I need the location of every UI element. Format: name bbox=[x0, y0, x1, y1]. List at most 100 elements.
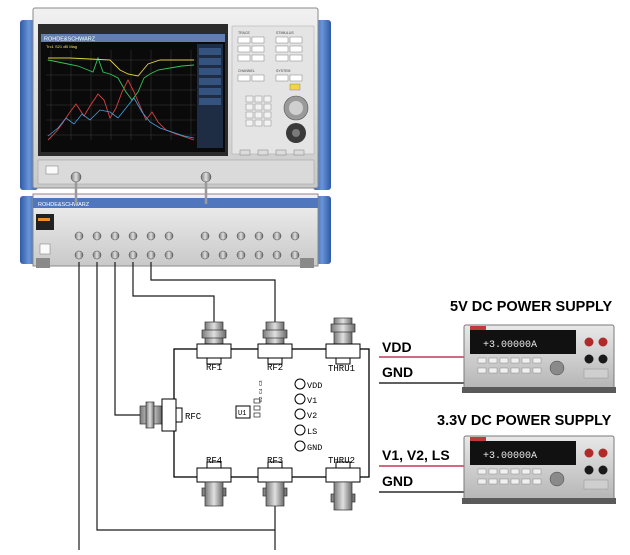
port-label-rf1: RF1 bbox=[206, 363, 222, 373]
matrix-foot-right bbox=[300, 258, 314, 268]
psu-3v3-buttons bbox=[477, 468, 542, 485]
matrix-brand-text: ROHDE&SCHWARZ bbox=[38, 202, 90, 208]
pin-label-vdd: VDD bbox=[307, 381, 322, 391]
matrix-port-upper-9 bbox=[236, 231, 246, 241]
psu-3v3-title: 3.3V DC POWER SUPPLY bbox=[437, 413, 612, 429]
matrix-port-upper-5 bbox=[146, 231, 156, 241]
pin-label-gnd: GND bbox=[307, 443, 322, 453]
matrix-display bbox=[36, 214, 54, 230]
psu-5v-terminal-black-2 bbox=[598, 354, 608, 364]
psu-5v-display bbox=[470, 330, 576, 354]
softkey-5 bbox=[199, 88, 221, 95]
matrix-port-lower-6 bbox=[164, 250, 174, 260]
psu-3v3-logo bbox=[470, 437, 486, 441]
port-label-rf4: RF4 bbox=[206, 456, 222, 466]
port-strip bbox=[37, 159, 315, 185]
trace-blue bbox=[47, 97, 195, 139]
vna-port-1 bbox=[70, 171, 82, 183]
pin-label-v2: V2 bbox=[307, 411, 317, 421]
port-label-rfc: RFC bbox=[185, 412, 202, 422]
rf4-connector bbox=[196, 461, 232, 507]
matrix-port-lower-7 bbox=[200, 250, 210, 260]
psu-3v3-base bbox=[462, 498, 616, 504]
matrix-port-upper-6 bbox=[164, 231, 174, 241]
pin-ls bbox=[294, 424, 306, 436]
port-label-rf2: RF2 bbox=[267, 363, 283, 373]
supply-pins bbox=[294, 378, 306, 452]
matrix-port-lower-4 bbox=[128, 250, 138, 260]
psu-3v3-terminal-black-2 bbox=[598, 465, 608, 475]
psu-3v3-power-switch bbox=[583, 479, 609, 490]
psu-3v3-knob bbox=[549, 471, 565, 487]
matrix-port-lower-12 bbox=[290, 250, 300, 260]
trace-green bbox=[47, 56, 195, 101]
cable-rf2-path bbox=[150, 262, 276, 322]
psu-5v-readout: +3.00000A bbox=[483, 340, 537, 351]
signal-label-gnd-3v3: GND bbox=[382, 473, 414, 489]
softkey-6 bbox=[199, 98, 221, 105]
matrix-display-readout bbox=[38, 218, 50, 221]
psu-5v-terminal-black-1 bbox=[584, 354, 594, 364]
matrix-port-upper-10 bbox=[254, 231, 264, 241]
softkey-3 bbox=[199, 68, 221, 75]
matrix-port-upper-7 bbox=[200, 231, 210, 241]
signal-label-gnd-5v: GND bbox=[382, 364, 414, 380]
section-label-stimulus: STIMULUS bbox=[276, 31, 294, 35]
supply-wires bbox=[379, 356, 464, 493]
psu-3v3-terminal-black-1 bbox=[584, 465, 594, 475]
psu-3v3-terminal-red-2 bbox=[598, 448, 608, 458]
matrix-port-lower-11 bbox=[272, 250, 282, 260]
matrix-port-lower-3 bbox=[110, 250, 120, 260]
trace-yellow bbox=[48, 57, 194, 77]
pin-v1 bbox=[294, 393, 306, 405]
preset-key bbox=[289, 83, 301, 91]
port-label-thru2: THRU2 bbox=[328, 456, 355, 466]
matrix-port-upper-8 bbox=[218, 231, 228, 241]
psu-3v3-readout: +3.00000A bbox=[483, 451, 537, 462]
psu-5v-knob bbox=[549, 360, 565, 376]
cable-rf3-path bbox=[96, 262, 276, 531]
matrix-port-lower-1 bbox=[74, 250, 84, 260]
screen-trace-label: Trc1 S21 dB Mag bbox=[46, 44, 77, 49]
usb-ports bbox=[239, 149, 305, 156]
vna-port-2 bbox=[200, 171, 212, 183]
matrix-port-upper-12 bbox=[290, 231, 300, 241]
chip-u1 bbox=[235, 405, 251, 419]
matrix-port-upper-3 bbox=[110, 231, 120, 241]
matrix-port-lower-10 bbox=[254, 250, 264, 260]
matrix-port-lower-9 bbox=[236, 250, 246, 260]
matrix-port-upper-1 bbox=[74, 231, 84, 241]
matrix-port-lower-2 bbox=[92, 250, 102, 260]
matrix-port-upper-4 bbox=[128, 231, 138, 241]
thru2-connector bbox=[325, 461, 361, 511]
power-button bbox=[45, 165, 59, 175]
signal-label-v1-v2-ls: V1, V2, LS bbox=[382, 447, 450, 463]
pin-label-ls: LS bbox=[307, 427, 317, 437]
port-label-thru1: THRU1 bbox=[328, 364, 355, 374]
matrix-port-lower-5 bbox=[146, 250, 156, 260]
chip-marking-text: C2 C4 C3 bbox=[258, 380, 264, 402]
brand-logo-text: ROHDE&SCHWARZ bbox=[44, 37, 96, 43]
analyzer-screen bbox=[41, 34, 225, 152]
softkey-1 bbox=[199, 48, 221, 55]
rf2-connector bbox=[257, 321, 293, 365]
matrix-foot-left bbox=[36, 258, 50, 268]
matrix-port-row bbox=[74, 231, 300, 260]
network-analyzer: ROHDE&SCHWARZ Trc1 S21 dB Mag TRACE STIM… bbox=[20, 7, 331, 190]
chip-marking-components bbox=[253, 398, 261, 418]
trace-red bbox=[47, 78, 195, 141]
psu-5v-logo bbox=[470, 326, 486, 330]
psu-5v-title: 5V DC POWER SUPPLY bbox=[450, 299, 613, 315]
screen-title-bar bbox=[41, 34, 225, 42]
section-label-trace: TRACE bbox=[238, 31, 251, 35]
psu-3v3-terminal-red-1 bbox=[584, 448, 594, 458]
cursor-pad-center bbox=[292, 129, 300, 137]
evaluation-board: RF1 RF2 THRU1 RFC RF4 RF3 THRU2 U1 C2 C4… bbox=[139, 317, 370, 511]
numeric-keypad bbox=[245, 95, 272, 127]
psu-5v-terminal-red-1 bbox=[584, 337, 594, 347]
pin-gnd bbox=[294, 440, 306, 452]
board-outline bbox=[173, 348, 370, 478]
thru1-connector bbox=[325, 317, 361, 365]
